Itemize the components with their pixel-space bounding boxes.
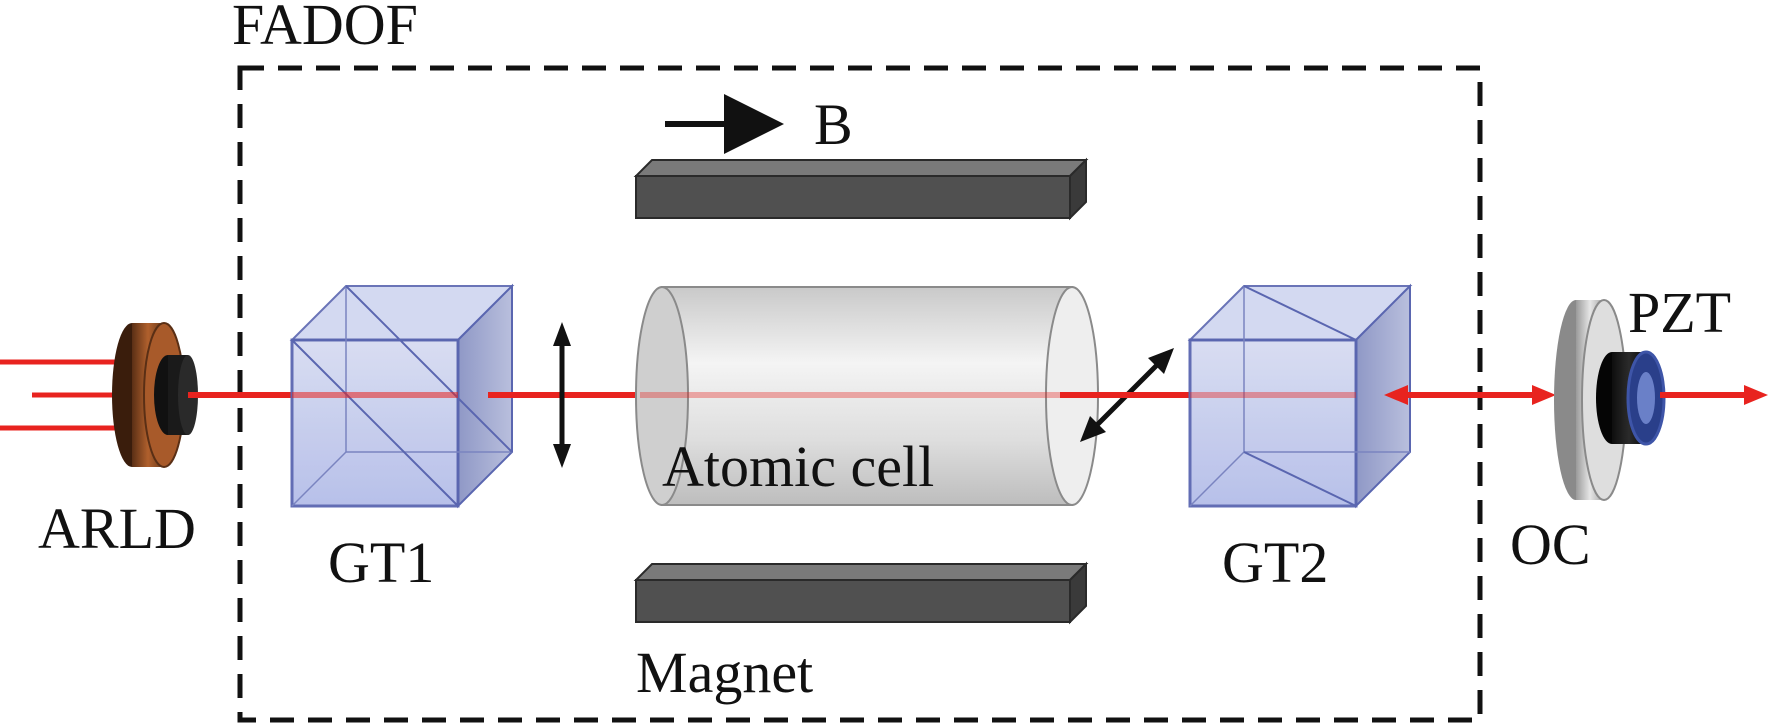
atomic-cell: [635, 286, 1099, 506]
vertical-polarization-arrow: [553, 322, 571, 468]
oc-label: OC: [1510, 512, 1591, 577]
bottom-magnet: [633, 561, 1089, 625]
arld-laser-diode: [112, 322, 198, 468]
output-beam: [1660, 385, 1768, 405]
input-beams: [0, 359, 125, 431]
gt2-polarizer-cube: [1187, 283, 1413, 509]
feedback-beam: [1384, 385, 1556, 405]
gt2-label: GT2: [1222, 530, 1328, 595]
magnet-label: Magnet: [636, 640, 813, 705]
field-label: B: [814, 92, 853, 157]
pzt-actuator: [1596, 350, 1666, 446]
arld-label: ARLD: [38, 496, 196, 561]
gt1-label: GT1: [328, 530, 434, 595]
pzt-label: PZT: [1628, 280, 1731, 345]
gt1-polarizer-cube: [289, 283, 515, 509]
atomic-cell-label: Atomic cell: [662, 434, 934, 499]
fadof-label: FADOF: [232, 0, 418, 57]
top-magnet: [633, 157, 1089, 221]
